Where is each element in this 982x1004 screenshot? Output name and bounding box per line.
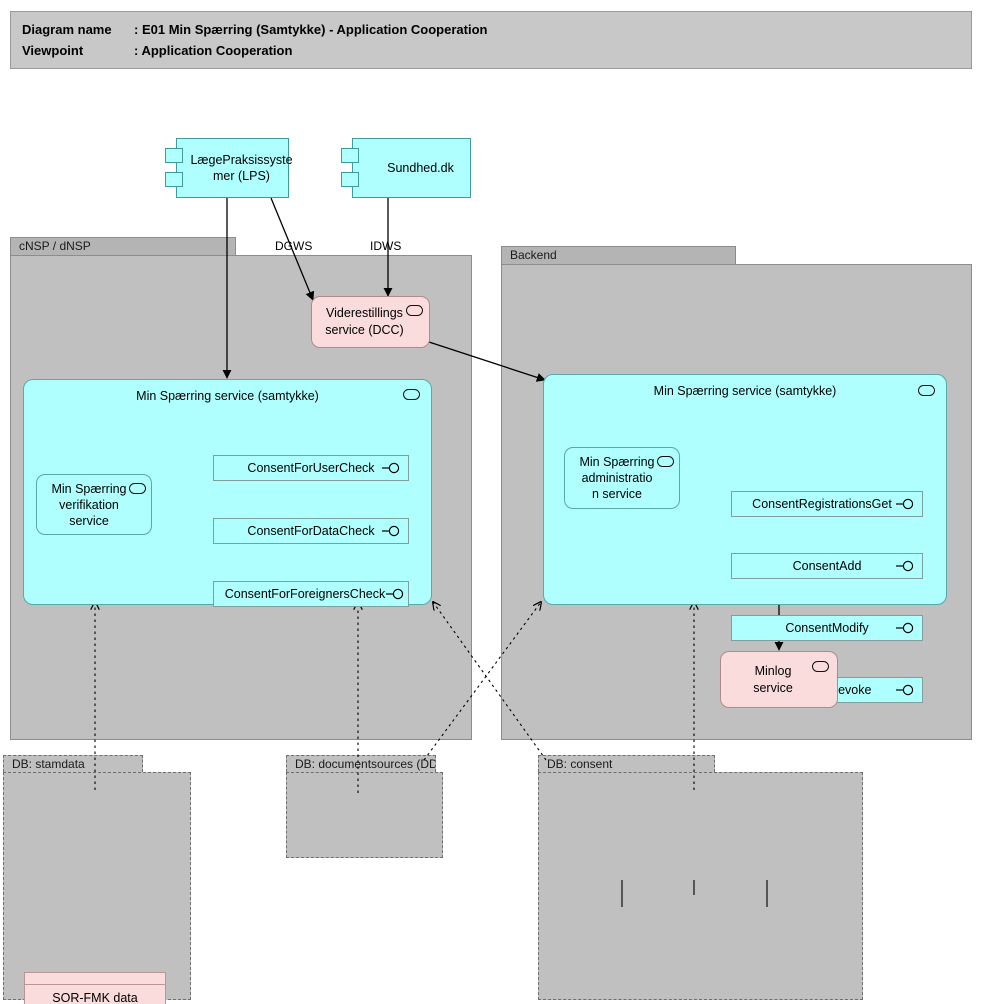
group-label-db-consent: DB: consent (547, 757, 613, 771)
interface-lollipop-icon (382, 525, 400, 537)
interface-consent-add[interactable]: ConsentAdd (731, 553, 923, 579)
interface-consent-for-foreigners-check-label: ConsentForForeignersCheck (224, 587, 386, 601)
edge-label-dgws: DGWS (275, 239, 313, 253)
group-tab-cnsp: cNSP / dNSP (10, 237, 236, 255)
component-sundhed-dk-notch-top (341, 148, 359, 163)
interface-consent-for-user-check-label: ConsentForUserCheck (247, 461, 375, 475)
service-minlog[interactable]: Minlog service (720, 651, 838, 708)
viewpoint-key: Viewpoint (22, 43, 84, 58)
service-minspaerring-verifikation-line1: Min Spærring (51, 481, 127, 496)
interface-consent-add-label: ConsentAdd (792, 559, 862, 573)
component-sundhed-dk-body: Sundhed.dk (352, 138, 471, 198)
application-component-icon (403, 389, 420, 400)
interface-lollipop-icon (382, 462, 400, 474)
diagram-name-value: E01 Min Spærring (Samtykke) - Applicatio… (141, 22, 488, 37)
application-component-icon (812, 661, 829, 672)
group-tab-db-documentsources: DB: documentsources (DDS) (286, 755, 436, 772)
group-body-db-consent (538, 772, 863, 1000)
application-component-icon (406, 305, 423, 316)
diagram-title-block: Diagram name: E01 Min Spærring (Samtykke… (10, 11, 972, 69)
diagram-name-key: Diagram name (22, 22, 112, 37)
service-container-minspaerring-cnsp-title: Min Spærring service (samtykke) (136, 389, 319, 403)
component-sundhed-dk[interactable]: Sundhed.dk (341, 138, 471, 198)
service-minspaerring-administration-line3: n service (591, 487, 643, 501)
component-lps-body: LægePraksissyste mer (LPS) (176, 138, 293, 198)
interface-lollipop-icon (896, 622, 914, 634)
viewpoint-sep: : (134, 43, 142, 58)
service-minspaerring-administration[interactable]: Min Spærring administratio n service (564, 447, 680, 509)
application-component-icon (918, 385, 935, 396)
service-viderestillings-dcc[interactable]: Viderestillings service (DCC) (311, 296, 430, 348)
viewpoint-row: Viewpoint: Application Cooperation (22, 40, 971, 61)
diagram-name-sep: : (134, 22, 142, 37)
service-viderestillings-dcc-line1: Viderestillings (326, 306, 403, 320)
service-minspaerring-administration-line2: administratio (581, 471, 653, 485)
edge-label-idws: IDWS (370, 239, 402, 253)
interface-consent-modify-label: ConsentModify (785, 621, 869, 635)
service-minspaerring-verifikation-line3: service (69, 513, 109, 528)
component-lps-notch-bottom (165, 172, 183, 187)
interface-consent-for-data-check[interactable]: ConsentForDataCheck (213, 518, 409, 544)
interface-consent-for-user-check[interactable]: ConsentForUserCheck (213, 455, 409, 481)
interface-lollipop-icon (896, 684, 914, 696)
group-label-cnsp: cNSP / dNSP (19, 239, 91, 253)
component-sundhed-dk-notch-bottom (341, 172, 359, 187)
dataobject-sor-fmk-data-band (25, 973, 165, 985)
group-body-db-documentsources (286, 772, 443, 858)
service-minspaerring-verifikation[interactable]: Min Spærring verifikation service (36, 474, 152, 535)
group-body-db-stamdata (3, 772, 191, 1000)
service-minlog-line2: service (753, 680, 793, 695)
component-lps[interactable]: LægePraksissyste mer (LPS) (165, 138, 293, 198)
interface-consent-for-data-check-label: ConsentForDataCheck (247, 524, 375, 538)
service-minspaerring-administration-line1: Min Spærring (579, 455, 655, 469)
interface-lollipop-icon (896, 498, 914, 510)
service-viderestillings-dcc-line2: service (DCC) (325, 323, 404, 337)
interface-consent-for-foreigners-check[interactable]: ConsentForForeignersCheck (213, 581, 409, 607)
diagram-name-row: Diagram name: E01 Min Spærring (Samtykke… (22, 19, 971, 40)
component-lps-label: LægePraksissyste mer (LPS) (190, 153, 293, 183)
interface-consent-registrations-get-label: ConsentRegistrationsGet (752, 497, 892, 511)
application-component-icon (129, 483, 146, 494)
group-label-backend: Backend (510, 248, 557, 262)
group-label-db-stamdata: DB: stamdata (12, 757, 85, 771)
interface-consent-registrations-get[interactable]: ConsentRegistrationsGet (731, 491, 923, 517)
dataobject-sor-fmk-data[interactable]: SOR-FMK data (24, 972, 166, 1004)
group-label-db-documentsources: DB: documentsources (DDS) (295, 757, 436, 771)
application-component-icon (657, 456, 674, 467)
interface-consent-modify[interactable]: ConsentModify (731, 615, 923, 641)
service-container-minspaerring-backend-title: Min Spærring service (samtykke) (653, 384, 837, 398)
interface-lollipop-icon (386, 588, 404, 600)
interface-lollipop-icon (896, 560, 914, 572)
service-minlog-line1: Minlog (754, 663, 792, 678)
component-sundhed-dk-label: Sundhed.dk (387, 161, 454, 175)
service-minspaerring-verifikation-line2: verifikation (59, 497, 119, 512)
dataobject-sor-fmk-data-label: SOR-FMK data (52, 991, 138, 1004)
group-tab-db-consent: DB: consent (538, 755, 715, 772)
group-tab-backend: Backend (501, 246, 736, 264)
group-tab-db-stamdata: DB: stamdata (3, 755, 143, 772)
component-lps-notch-top (165, 148, 183, 163)
viewpoint-value: Application Cooperation (141, 43, 293, 58)
